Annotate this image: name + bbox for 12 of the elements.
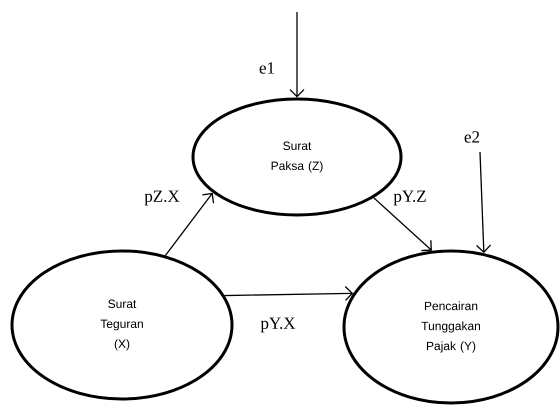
ellipse-node: Pencairan Tunggakan Pajak (Y) [342, 250, 560, 404]
edge-label: pY.X [260, 318, 296, 332]
arrow [373, 197, 432, 252]
arrow [164, 192, 214, 256]
edge-label: e2 [464, 131, 480, 143]
edge-label: pY.Z [394, 190, 426, 206]
arrow [476, 152, 492, 254]
arrow [290, 12, 304, 98]
edge-label: pZ.X [144, 190, 180, 206]
edge-label: e1 [260, 62, 274, 74]
arrow [224, 286, 354, 301]
ellipse-node: Surat Teguran (X) [10, 250, 234, 400]
